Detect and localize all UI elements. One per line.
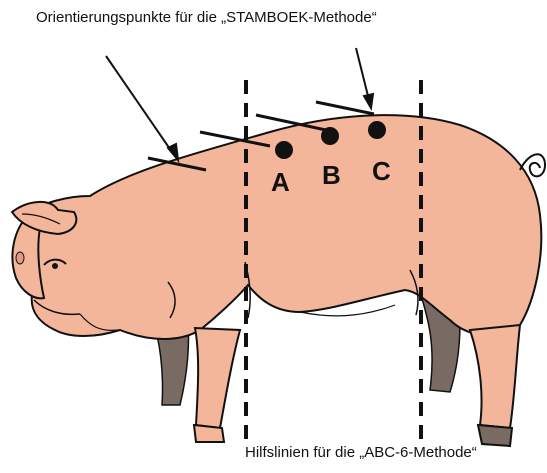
point-a-dot <box>275 141 293 159</box>
point-a-label: A <box>271 167 290 197</box>
arrow-left-line <box>106 56 172 152</box>
stamboek-caption: Orientierungspunkte für die „STAMBOEK-Me… <box>36 9 377 26</box>
point-c-label: C <box>372 156 391 186</box>
arrow-right-line <box>356 48 369 100</box>
point-c-dot <box>368 121 386 139</box>
near-hind-hoof <box>478 425 512 446</box>
near-front-leg <box>195 328 240 428</box>
eye-pupil <box>52 263 58 269</box>
stamboek-mark-4 <box>316 102 374 114</box>
near-front-hoof <box>194 425 224 442</box>
nostril <box>16 252 24 264</box>
point-b-dot <box>321 127 339 145</box>
point-b-label: B <box>322 160 341 190</box>
arrow-right-head <box>364 94 373 108</box>
near-hind-leg <box>470 325 520 428</box>
arrow-left-head <box>168 144 178 160</box>
abc-caption: Hilfslinien für die „ABC-6-Methode“ <box>245 444 477 461</box>
